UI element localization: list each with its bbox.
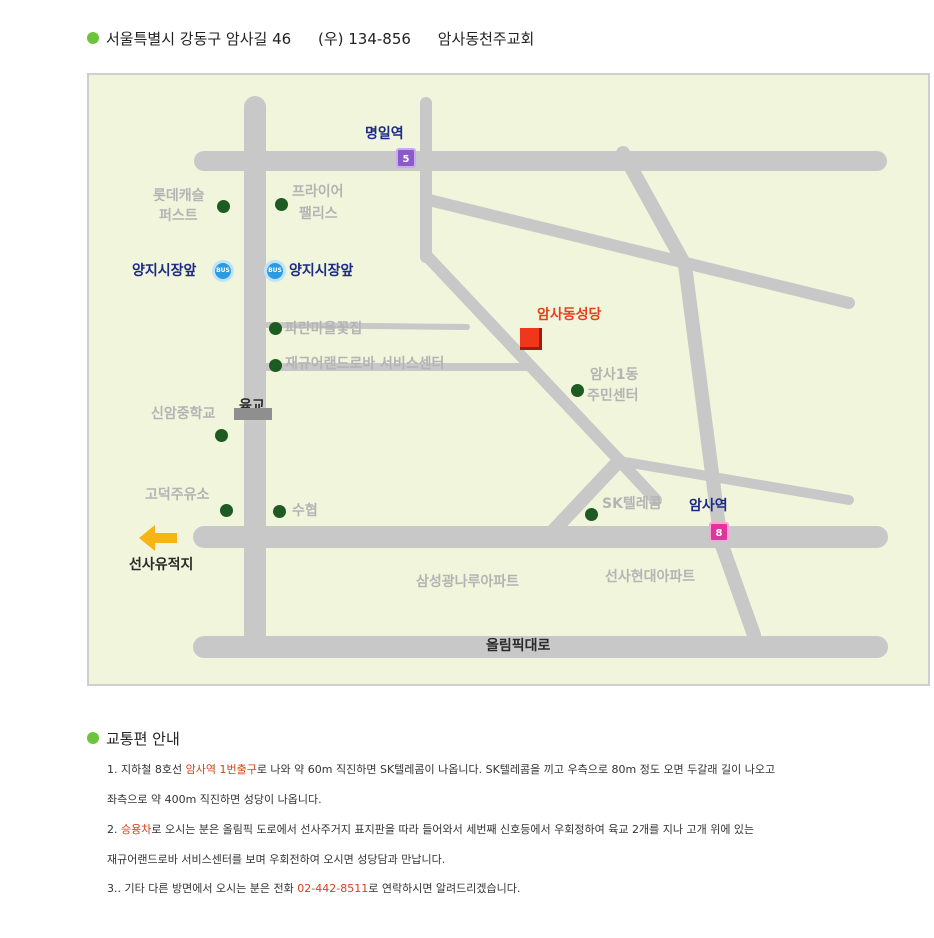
- car-highlight: 승용차: [121, 823, 152, 836]
- address-bullet-icon: [87, 32, 99, 44]
- lotte-castle-marker-icon: [217, 200, 230, 213]
- road-to-sk: [547, 454, 626, 537]
- jaguar-center-marker-icon: [269, 359, 282, 372]
- road-network: [193, 96, 888, 658]
- church-marker-icon: [520, 328, 542, 350]
- amsa-station-label: 암사역: [689, 498, 728, 514]
- hyundai-apt-label: 선사현대아파트: [605, 569, 696, 585]
- palace-marker-icon: [275, 198, 288, 211]
- church-label: 암사동성당: [537, 307, 602, 323]
- community-center-marker-icon: [571, 384, 584, 397]
- suhyup-label: 수협: [292, 503, 318, 519]
- gas-station-label: 고덕주유소: [145, 487, 210, 503]
- bus-stop-right-label: 양지시장앞: [289, 263, 354, 279]
- road-flower: [261, 322, 470, 330]
- road-diagonal-top: [423, 194, 855, 309]
- info-car: 2. 승용차로 오시는 분은 올림픽 도로에서 선사주거지 표지판을 따라 들어…: [107, 823, 755, 866]
- bus-stop-left-label: 양지시장앞: [132, 263, 197, 279]
- address-street: 서울특별시 강동구 암사길 46: [106, 30, 292, 48]
- sk-telecom-label: SK텔레콤: [602, 496, 662, 512]
- samsung-apt-label: 삼성광나루아파트: [416, 574, 520, 590]
- road-right-vertical: [678, 258, 726, 534]
- road-diagonal-center: [420, 249, 625, 466]
- location-map: 명일역 5 암사역 8 암사동성당 롯데캐슬 퍼스트 프라이어 팰리스 양지시장…: [87, 73, 930, 686]
- info-title: 교통편 안내: [106, 730, 180, 748]
- west-arrow-icon: [139, 525, 177, 551]
- palace-label-2: 팰리스: [299, 206, 338, 222]
- flower-shop-label: 파란마을꽃집: [285, 321, 363, 337]
- subway-exit-highlight: 암사역 1번출구: [185, 763, 257, 776]
- address-line: 서울특별시 강동구 암사길 46 (우) 134-856 암사동천주교회: [106, 28, 556, 49]
- info-subway: 1. 지하철 8호선 암사역 1번출구로 나와 약 60m 직진하면 SK텔레콤…: [107, 763, 776, 806]
- gas-station-marker-icon: [220, 504, 233, 517]
- lotte-castle-label-2: 퍼스트: [159, 208, 198, 224]
- bus-right-icon: BUS: [264, 260, 286, 282]
- jaguar-center-label: 재규어랜드로바 서비스센터: [285, 356, 445, 372]
- road-east-branch: [614, 456, 854, 505]
- line5-station-icon: 5: [396, 148, 416, 168]
- address-zip: (우) 134-856: [317, 30, 411, 48]
- suhyup-marker-icon: [273, 505, 286, 518]
- info-other: 3.. 기타 다른 방면에서 오시는 분은 전화 02-442-8511로 연락…: [107, 882, 521, 895]
- sk-telecom-marker-icon: [585, 508, 598, 521]
- lotte-castle-label-1: 롯데캐슬: [153, 188, 205, 204]
- info-bullet-icon: [87, 732, 99, 744]
- community-center-label-2: 주민센터: [587, 388, 639, 404]
- bus-left-icon: BUS: [212, 260, 234, 282]
- road-right-diagonal: [616, 146, 692, 272]
- footbridge-icon: [234, 408, 272, 420]
- phone-number-highlight: 02-442-8511: [297, 882, 369, 895]
- school-label: 신암중학교: [151, 406, 216, 422]
- road-to-amsa-south: [712, 530, 761, 642]
- flower-shop-marker-icon: [269, 322, 282, 335]
- church-name: 암사동천주교회: [437, 30, 535, 48]
- seonsa-site-label: 선사유적지: [129, 557, 194, 573]
- palace-label-1: 프라이어: [292, 184, 344, 200]
- community-center-label-1: 암사1동: [590, 367, 639, 383]
- school-marker-icon: [215, 429, 228, 442]
- line8-station-icon: 8: [709, 522, 729, 542]
- olympic-road-label: 올림픽대로: [486, 638, 551, 654]
- myeongil-station-label: 명일역: [365, 126, 404, 142]
